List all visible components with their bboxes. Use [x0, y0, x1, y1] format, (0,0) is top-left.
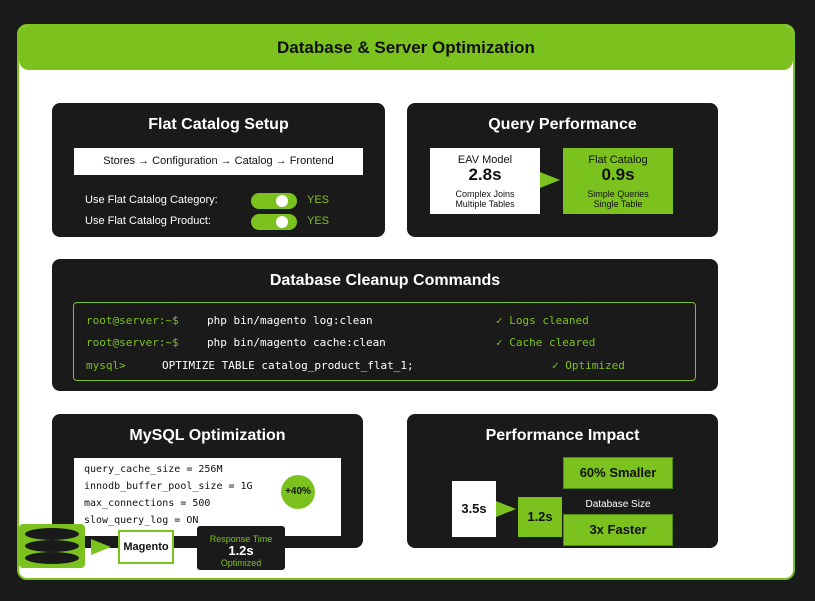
mysql-config: query_cache_size = 256M innodb_buffer_po…: [74, 458, 341, 536]
speedup-box: 3x Faster: [563, 514, 673, 546]
setting-label: Use Flat Catalog Category:: [85, 194, 218, 206]
flat-desc: Single Table: [593, 199, 643, 209]
config-path: Stores → Configuration → Catalog → Front…: [74, 148, 363, 175]
config-line: query_cache_size = 256M: [84, 464, 223, 475]
terminal-prompt: root@server:~$: [86, 336, 179, 349]
eav-desc: Multiple Tables: [455, 199, 515, 209]
setting-label: Use Flat Catalog Product:: [85, 215, 211, 227]
gain-badge: +40%: [281, 475, 315, 509]
terminal-command: OPTIMIZE TABLE catalog_product_flat_1;: [162, 359, 414, 372]
config-line: slow_query_log = ON: [84, 515, 199, 526]
response-title: Response Time: [209, 534, 273, 544]
impact-panel: Performance Impact 3.5s 1.2s 60% Smaller…: [407, 414, 718, 548]
terminal-line: mysql> OPTIMIZE TABLE catalog_product_fl…: [86, 359, 683, 373]
terminal-command: php bin/magento cache:clean: [207, 336, 386, 349]
database-icon: [19, 524, 85, 568]
flat-value: 0.9s: [601, 165, 635, 184]
terminal-line: root@server:~$ php bin/magento log:clean…: [86, 314, 683, 328]
eav-model-box: EAV Model 2.8s Complex Joins Multiple Ta…: [430, 148, 540, 214]
size-caption: Database Size: [585, 499, 651, 510]
config-line: innodb_buffer_pool_size = 1G: [84, 481, 253, 492]
flat-catalog-title: Flat Catalog Setup: [148, 116, 289, 133]
cleanup-title: Database Cleanup Commands: [269, 272, 501, 289]
header-bar: Database & Server Optimization: [19, 26, 793, 70]
terminal: root@server:~$ php bin/magento log:clean…: [73, 302, 696, 381]
terminal-line: root@server:~$ php bin/magento cache:cle…: [86, 336, 683, 350]
page-title: Database & Server Optimization: [277, 38, 535, 57]
eav-desc: Complex Joins: [455, 189, 515, 199]
mysql-panel: MySQL Optimization query_cache_size = 25…: [52, 414, 363, 548]
terminal-prompt: mysql>: [86, 359, 126, 372]
flat-catalog-panel: Flat Catalog Setup Stores → Configuratio…: [52, 103, 385, 237]
diagram-frame: Database & Server Optimization Flat Cata…: [17, 24, 795, 580]
setting-value: YES: [307, 194, 330, 206]
response-time-box: Response Time 1.2s Optimized: [197, 526, 285, 570]
magento-box: Magento: [118, 530, 174, 564]
flat-name: Flat Catalog: [588, 154, 648, 166]
flat-category-toggle[interactable]: [251, 193, 297, 209]
impact-title: Performance Impact: [485, 427, 640, 444]
toggle-knob: [276, 216, 288, 228]
arrow-right-icon: [540, 172, 560, 188]
setting-flat-product: Use Flat Catalog Product: YES: [85, 214, 345, 230]
response-value: 1.2s: [228, 543, 254, 558]
eav-name: EAV Model: [457, 154, 513, 166]
setting-value: YES: [307, 215, 330, 227]
response-sub: Optimized: [220, 558, 262, 568]
terminal-result: ✓ Optimized: [552, 359, 625, 372]
terminal-result: ✓ Cache cleared: [496, 336, 596, 349]
toggle-knob: [276, 195, 288, 207]
flat-desc: Simple Queries: [587, 189, 649, 199]
flat-product-toggle[interactable]: [251, 214, 297, 230]
before-bar: 3.5s: [452, 481, 496, 537]
after-bar: 1.2s: [518, 497, 562, 537]
terminal-command: php bin/magento log:clean: [207, 314, 373, 327]
mysql-title: MySQL Optimization: [129, 427, 286, 444]
terminal-result: ✓ Logs cleaned: [496, 314, 589, 327]
setting-flat-category: Use Flat Catalog Category: YES: [85, 193, 345, 209]
cleanup-panel: Database Cleanup Commands root@server:~$…: [52, 259, 718, 391]
arrow-right-icon: [496, 501, 516, 517]
eav-value: 2.8s: [468, 165, 502, 184]
query-performance-title: Query Performance: [488, 116, 637, 133]
arrow-right-icon: [91, 539, 111, 555]
size-reduction-box: 60% Smaller: [563, 457, 673, 489]
config-line: max_connections = 500: [84, 498, 211, 509]
terminal-prompt: root@server:~$: [86, 314, 179, 327]
query-performance-panel: Query Performance EAV Model 2.8s Complex…: [407, 103, 718, 237]
flat-catalog-box: Flat Catalog 0.9s Simple Queries Single …: [563, 148, 673, 214]
